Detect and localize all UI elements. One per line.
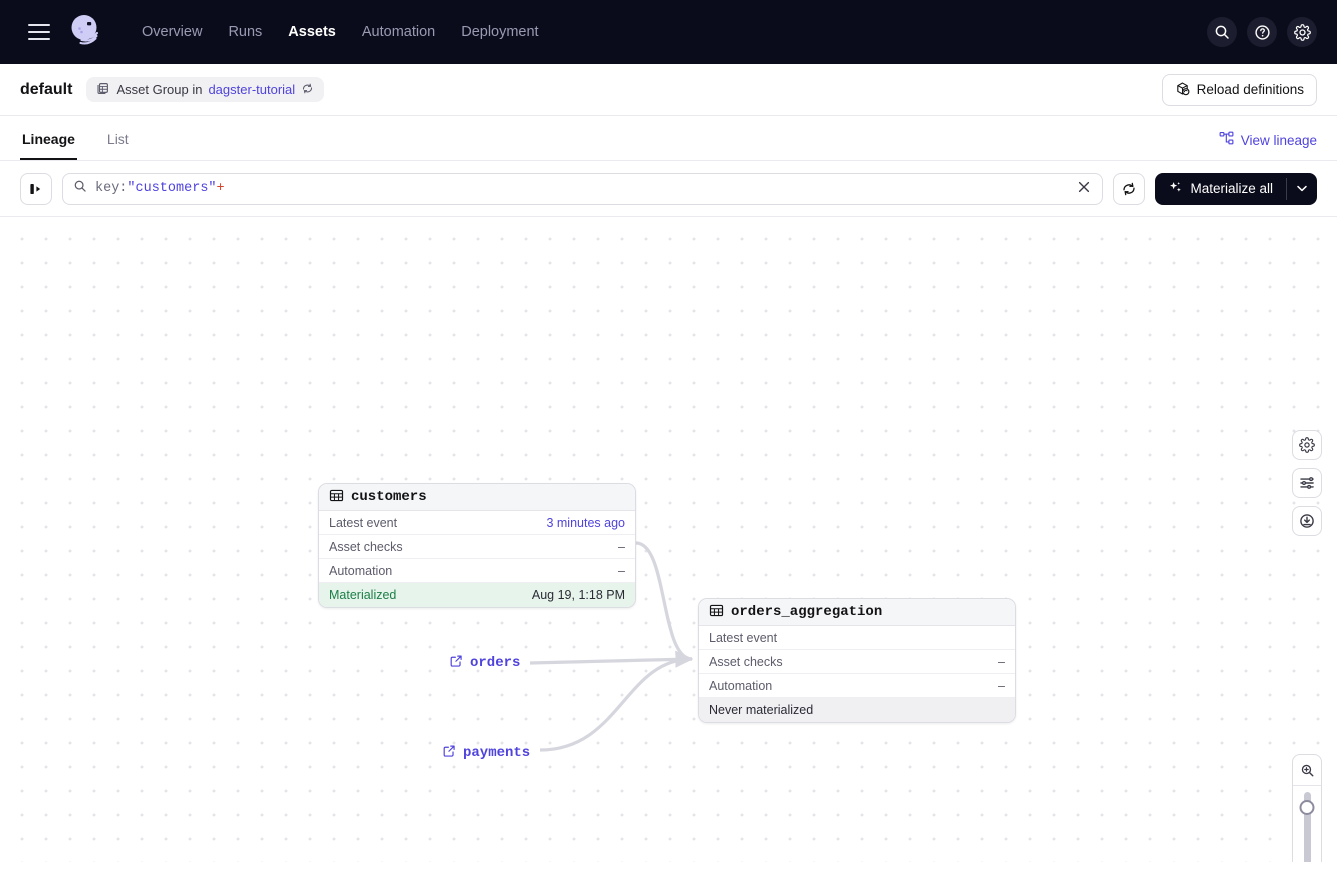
asset-node-row-asset-checks: Asset checks – [319, 535, 635, 559]
asset-node-row-latest-event: Latest event 3 minutes ago [319, 511, 635, 535]
main-nav-links: Overview Runs Assets Automation Deployme… [142, 24, 539, 40]
asset-node-row-asset-checks: Asset checks – [699, 650, 1015, 674]
tab-bar: Lineage List View lineage [0, 116, 1337, 161]
nav-link-overview[interactable]: Overview [142, 24, 203, 40]
asset-node-status-materialized: Materialized Aug 19, 1:18 PM [319, 583, 635, 607]
search-query-suffix: + [216, 181, 225, 196]
status-timestamp: Aug 19, 1:18 PM [531, 588, 625, 602]
page-header-bar: default Asset Group in dagster-tutorial [0, 64, 1337, 116]
nav-link-runs[interactable]: Runs [228, 24, 263, 40]
view-lineage-button[interactable]: View lineage [1219, 131, 1317, 149]
gear-icon[interactable] [1292, 430, 1322, 460]
row-label: Automation [329, 563, 393, 578]
graph-settings-icon[interactable] [1292, 468, 1322, 498]
external-asset-name: payments [463, 744, 531, 761]
sidebar-expand-icon[interactable] [20, 172, 52, 205]
row-value: – [618, 539, 625, 554]
nav-link-automation[interactable]: Automation [361, 24, 436, 40]
help-circle-icon[interactable] [1247, 17, 1277, 47]
fit-to-screen-icon[interactable] [1292, 506, 1322, 536]
edge-customers-to-orders-aggregation [635, 541, 694, 668]
asset-group-badge-prefix: Asset Group in [116, 82, 203, 97]
refresh-icon[interactable] [1113, 172, 1146, 205]
row-label: Asset checks [709, 654, 783, 669]
asset-node-row-automation: Automation – [319, 559, 635, 583]
top-navigation-bar: Overview Runs Assets Automation Deployme… [0, 0, 1337, 64]
external-link-icon [449, 654, 463, 671]
row-value: – [998, 678, 1005, 693]
status-label: Materialized [329, 588, 397, 602]
divider [1293, 785, 1321, 786]
row-label: Latest event [329, 515, 398, 530]
table-icon [709, 603, 724, 621]
nav-actions [1207, 0, 1317, 64]
search-icon[interactable] [1207, 17, 1237, 47]
row-value: – [998, 654, 1005, 669]
table-icon [329, 488, 344, 506]
asset-group-badge[interactable]: Asset Group in dagster-tutorial [86, 77, 325, 102]
graph-tool-buttons [1292, 430, 1322, 536]
external-asset-name: orders [470, 654, 521, 671]
zoom-slider[interactable] [1293, 786, 1321, 862]
tab-list[interactable]: List [106, 131, 129, 147]
materialize-all-label: Materialize all [1190, 181, 1273, 196]
asset-node-header: customers [319, 484, 635, 511]
page-title: default [20, 80, 73, 98]
materialize-all-button[interactable]: Materialize all [1155, 172, 1317, 205]
sparkle-icon [1168, 180, 1183, 198]
row-label: Asset checks [329, 539, 403, 554]
reload-definitions-label: Reload definitions [1196, 82, 1304, 97]
search-query-key: key: [95, 181, 128, 196]
status-label: Never materialized [709, 703, 814, 717]
dagster-logo[interactable] [66, 11, 108, 53]
row-value[interactable]: 3 minutes ago [546, 515, 625, 530]
nav-link-assets[interactable]: Assets [288, 24, 336, 40]
edge-orders-to-orders-aggregation [529, 651, 694, 668]
view-lineage-label: View lineage [1240, 132, 1317, 148]
row-label: Latest event [709, 630, 778, 645]
lineage-graph-icon [1219, 131, 1234, 149]
zoom-slider-thumb[interactable] [1299, 800, 1315, 815]
row-label: Automation [709, 678, 773, 693]
row-value: – [618, 563, 625, 578]
search-query-value: "customers" [127, 181, 217, 196]
external-link-icon [442, 744, 456, 761]
gear-icon[interactable] [1287, 17, 1317, 47]
graph-toolbar: key:"customers"+ Materialize all [0, 161, 1337, 217]
reload-definitions-button[interactable]: Reload definitions [1161, 73, 1317, 106]
code-location-link[interactable]: dagster-tutorial [208, 82, 296, 97]
asset-node-status-never-materialized: Never materialized [699, 698, 1015, 722]
asset-group-icon [96, 81, 110, 98]
asset-node-name: orders_aggregation [731, 604, 883, 620]
lineage-canvas[interactable]: customers Latest event 3 minutes ago Ass… [0, 217, 1337, 862]
zoom-controls [1292, 754, 1322, 862]
asset-node-name: customers [351, 489, 427, 505]
asset-node-orders-aggregation[interactable]: orders_aggregation Latest event Asset ch… [698, 598, 1016, 723]
reload-icon[interactable] [301, 82, 314, 98]
hamburger-menu-icon[interactable] [28, 24, 50, 40]
lineage-edges [529, 541, 694, 752]
edge-payments-to-orders-aggregation [539, 650, 694, 752]
nav-link-deployment[interactable]: Deployment [461, 24, 539, 40]
asset-node-header: orders_aggregation [699, 599, 1015, 626]
search-icon [73, 179, 87, 198]
zoom-in-icon[interactable] [1293, 755, 1321, 785]
reload-definitions-icon [1175, 81, 1190, 99]
external-asset-payments[interactable]: payments [442, 744, 530, 761]
tab-lineage[interactable]: Lineage [20, 131, 77, 160]
close-icon[interactable] [1076, 180, 1092, 197]
search-input[interactable]: key:"customers"+ [62, 172, 1104, 205]
asset-node-row-automation: Automation – [699, 674, 1015, 698]
asset-node-customers[interactable]: customers Latest event 3 minutes ago Ass… [318, 483, 636, 608]
asset-node-row-latest-event: Latest event [699, 626, 1015, 650]
zoom-slider-track [1303, 792, 1311, 862]
external-asset-orders[interactable]: orders [449, 654, 520, 671]
materialize-divider [1286, 177, 1287, 200]
chevron-down-icon[interactable] [1287, 185, 1317, 192]
